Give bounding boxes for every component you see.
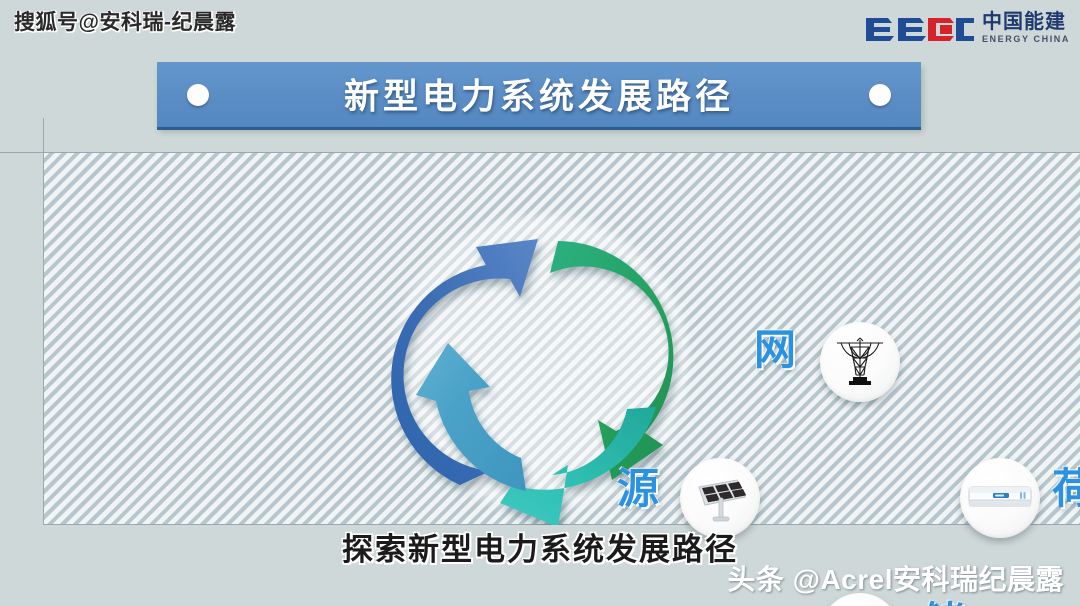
caption-text: 探索新型电力系统发展路径 [342, 532, 738, 567]
battery-icon [829, 602, 891, 606]
watermark-top-left: 搜狐号@安科瑞-纪晨露 [14, 11, 236, 34]
arrow-storage-to-source [416, 343, 526, 491]
banner-dot-left-icon [187, 83, 209, 106]
logo-name-en: ENERGY CHINA [981, 34, 1070, 44]
cycle-diagram: 源 网 荷 储 [330, 155, 1080, 606]
node-label-grid: 网 [754, 326, 798, 373]
arrow-load-to-storage [500, 407, 656, 525]
arrow-source-to-grid [391, 239, 538, 485]
node-source[interactable] [680, 458, 760, 538]
guide-line-horizontal-top [0, 152, 1080, 153]
watermark-bottom-right: 头条 @Acrel安科瑞纪晨露 [727, 564, 1064, 595]
logo-name-cn: 中国能建 [981, 11, 1066, 33]
air-conditioner-icon [968, 486, 1032, 507]
node-load[interactable] [960, 458, 1040, 538]
banner-dot-right-icon [869, 83, 891, 106]
banner-title: 新型电力系统发展路径 [343, 76, 734, 116]
guide-line-vertical [43, 118, 44, 524]
solar-panel-icon [698, 479, 747, 522]
transmission-tower-icon [837, 337, 883, 385]
node-label-load: 荷 [1052, 465, 1080, 512]
title-banner: 新型电力系统发展路径 [157, 62, 921, 127]
ceec-logo-icon [864, 16, 974, 41]
node-label-source: 源 [617, 465, 661, 512]
node-label-storage: 储 [922, 602, 965, 606]
guide-line-horizontal-bottom [43, 524, 1080, 525]
logo: 中国能建 ENERGY CHINA [864, 12, 1070, 44]
node-grid[interactable] [820, 322, 900, 402]
